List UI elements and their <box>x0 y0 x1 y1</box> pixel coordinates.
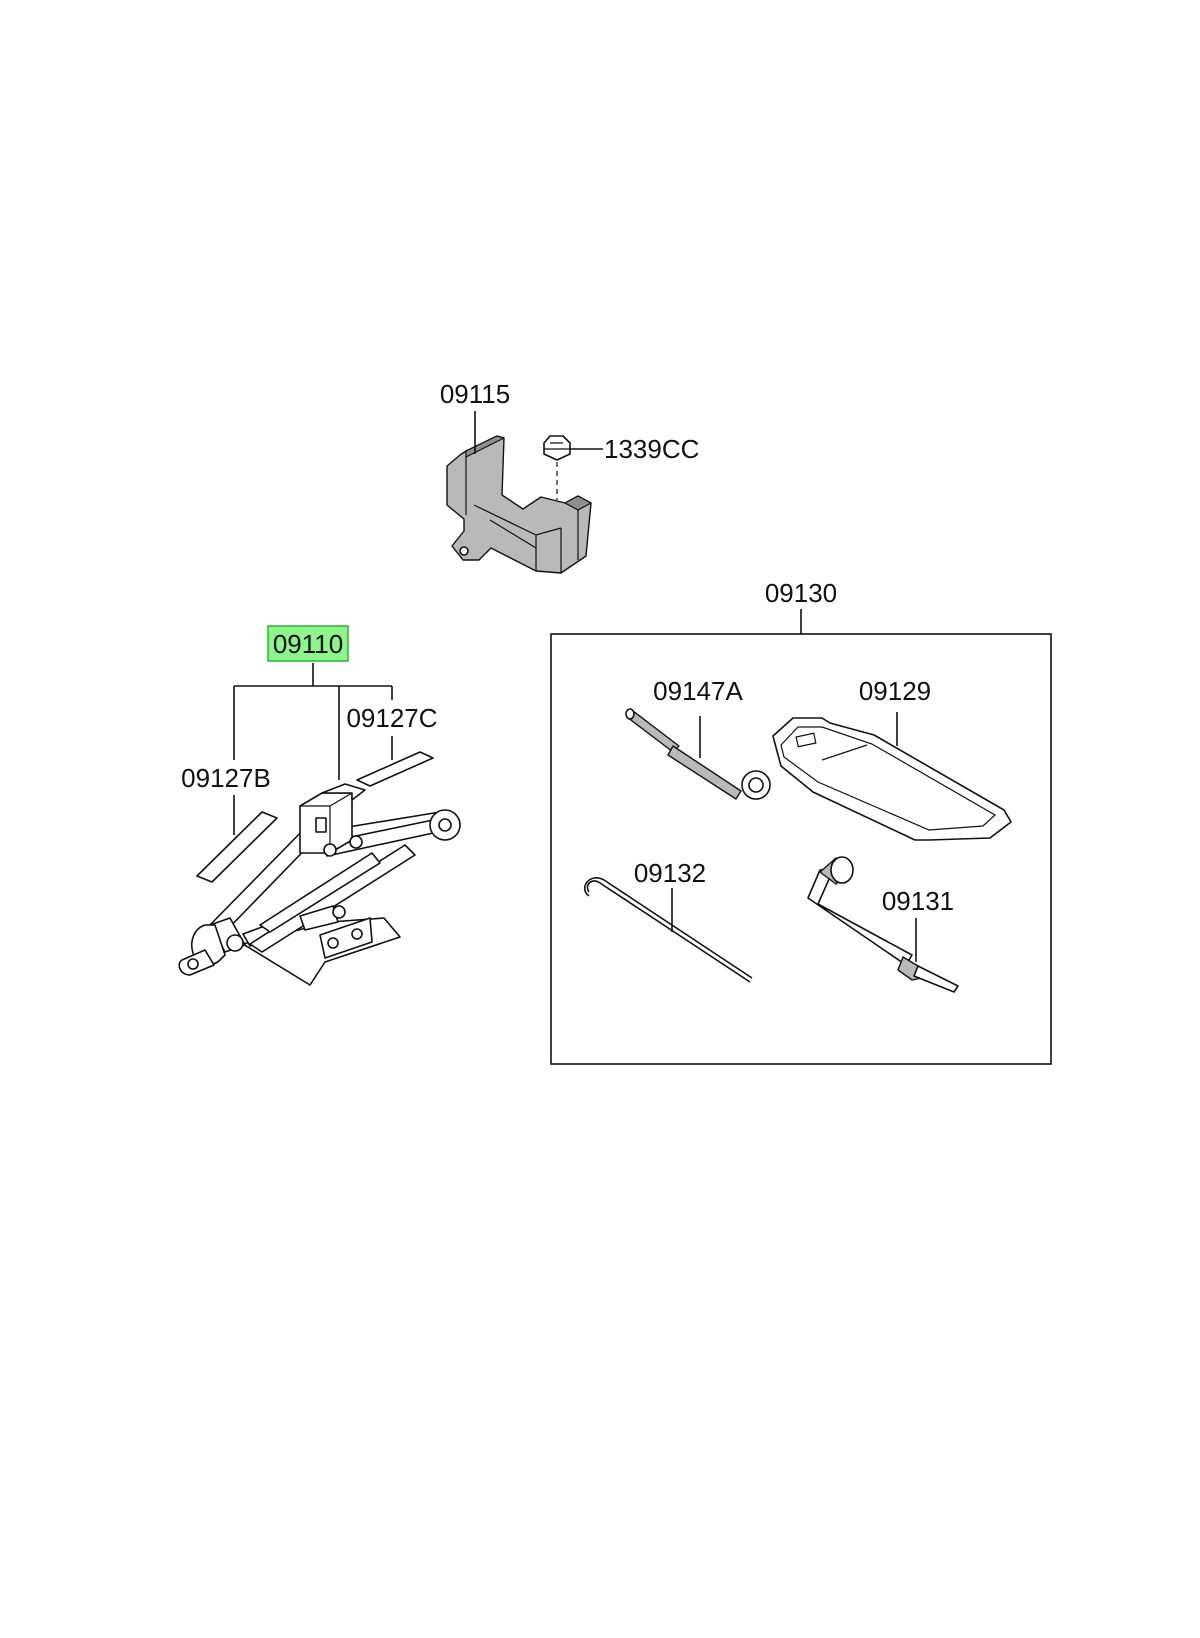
bracket-09115-illustration <box>446 411 592 574</box>
label-sticker-09127B <box>196 811 278 883</box>
callout-09115[interactable]: 09115 <box>440 379 510 409</box>
selected-callout-highlight <box>267 625 349 662</box>
tool-kit-frame <box>550 633 1052 1065</box>
callout-09131[interactable]: 09131 <box>882 886 954 916</box>
callout-09132[interactable]: 09132 <box>634 858 706 888</box>
jack-handle-09132-illustration <box>583 877 753 983</box>
scissor-jack-illustration <box>178 783 461 986</box>
flange-nut-1339CC-illustration <box>543 435 603 500</box>
jack-assembly-leaders <box>233 663 393 835</box>
callout-09127B[interactable]: 09127B <box>181 763 271 793</box>
callout-09147A[interactable]: 09147A <box>653 676 743 706</box>
tool-bag-09129-illustration <box>772 712 1012 841</box>
label-sticker-09127C <box>356 751 434 787</box>
callout-09127C[interactable]: 09127C <box>346 703 437 733</box>
towing-hook-09147A-illustration <box>625 708 771 800</box>
callout-1339CC[interactable]: 1339CC <box>604 434 699 464</box>
callout-09110[interactable]: 09110 <box>273 629 343 659</box>
callout-09130[interactable]: 09130 <box>765 578 837 608</box>
callout-09129[interactable]: 09129 <box>859 676 931 706</box>
wheel-wrench-09131-illustration <box>807 856 959 993</box>
